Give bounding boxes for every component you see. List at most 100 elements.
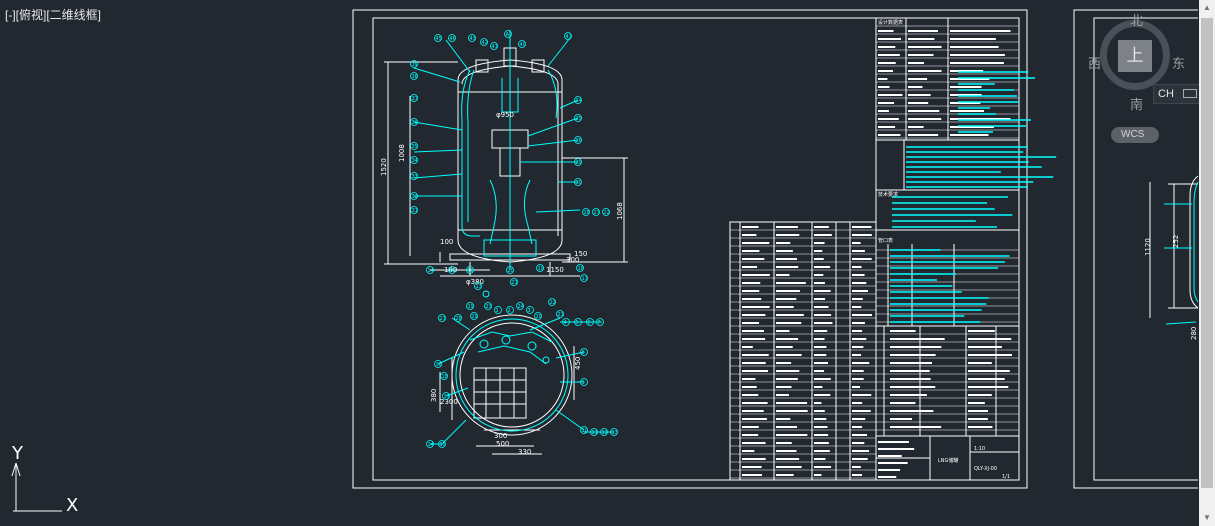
viewcube[interactable]: 上 北 南 西 东 (1088, 8, 1200, 113)
balloon-circle (410, 118, 418, 126)
balloon-number: 1 (496, 308, 499, 314)
balloon-number: 5 (576, 320, 579, 326)
balloon-circle (466, 302, 474, 310)
balloon-circle (484, 302, 492, 310)
balloon-number: 33 (412, 174, 418, 180)
viewcube-north[interactable]: 北 (1130, 14, 1144, 29)
viewcube-south[interactable]: 南 (1130, 98, 1144, 113)
balloon-circle (580, 378, 588, 386)
balloon-number: 38 (412, 74, 418, 80)
balloon-circle (410, 192, 418, 200)
balloon-number: 34 (412, 158, 418, 164)
balloon-circle (470, 312, 478, 320)
scroll-up-icon[interactable]: ▲ (1203, 3, 1211, 12)
balloon-circle (434, 34, 442, 42)
balloon-circle (434, 360, 442, 368)
balloon-number: 24 (576, 98, 582, 104)
viewcube-east[interactable]: 东 (1172, 57, 1186, 72)
tech-requirements-title: 技术要求 (878, 191, 898, 198)
balloon-circle (506, 306, 514, 314)
viewcube-top-face[interactable]: 上 (1118, 40, 1152, 72)
design-data-title: 设计数据表 (878, 19, 903, 26)
dim-nozzle-right: 1150 (546, 266, 564, 274)
balloon-circle (580, 426, 588, 434)
viewport-label[interactable]: [-][俯视][二维线框] (5, 8, 102, 22)
scroll-thumb[interactable] (1201, 18, 1213, 488)
balloon-number: 46 (450, 36, 456, 42)
dim-height-shell: 1008 (398, 144, 406, 162)
input-method-indicator[interactable]: CH (1153, 84, 1201, 104)
balloon-number: 13 (476, 284, 482, 290)
balloon-number: 28 (584, 210, 590, 216)
adjacent-vessel-piping (1164, 181, 1199, 325)
balloon-circle (526, 306, 534, 314)
balloon-circle (592, 208, 600, 216)
balloon-number: 22 (550, 300, 556, 306)
balloon-circle (564, 32, 572, 40)
balloon-circle (466, 266, 474, 274)
dim-right-252: 252 (1172, 235, 1180, 248)
dim-bottom-right: 150 (574, 250, 587, 258)
balloon-number: 8 (582, 350, 585, 356)
balloon-number: 21 (558, 312, 564, 318)
balloon-number: 19 (538, 266, 544, 272)
balloon-circle (442, 392, 450, 400)
balloon-number: 42 (482, 40, 488, 46)
balloon-circle (440, 372, 448, 380)
balloon-circle (602, 208, 610, 216)
viewcube-west[interactable]: 西 (1088, 57, 1102, 72)
balloon-circle (518, 40, 526, 48)
balloon-number: 10 (582, 428, 588, 434)
balloon-circle (574, 318, 582, 326)
balloon-number: 15 (440, 442, 446, 448)
balloon-circle (506, 266, 514, 274)
vessel-front-view (384, 47, 628, 277)
balloon-number: 28 (456, 316, 462, 322)
balloon-number: 14 (428, 268, 434, 274)
balloon-circle (480, 38, 488, 46)
balloon-number: 43 (470, 36, 476, 42)
balloon-number: 45 (436, 36, 442, 42)
dim-bottom-small: 300 (566, 256, 579, 264)
dimension-labels: 1520 1008 1068 100 100 1150 300 150 φ950… (380, 111, 1198, 456)
ucs-icon (11, 462, 62, 512)
balloon-circle (574, 178, 582, 186)
bom-table-text (742, 226, 873, 476)
balloon-number: 23 (486, 304, 492, 310)
balloon-circle (438, 314, 446, 322)
vertical-scrollbar[interactable]: ▲ ▼ (1199, 0, 1215, 526)
dim-plan-380: 380 (430, 389, 438, 402)
ucs-x-label: X (66, 495, 78, 516)
wcs-menu[interactable]: WCS (1111, 127, 1159, 143)
ucs-y-label: Y (11, 443, 24, 464)
balloon-circle (454, 314, 462, 322)
balloon-number: 12 (602, 430, 608, 436)
viewcube-compass-ring[interactable] (1100, 20, 1170, 90)
balloon-number: 13 (612, 430, 618, 436)
dim-plan-500: 500 (496, 440, 509, 448)
balloon-circle (468, 34, 476, 42)
balloon-circle (410, 142, 418, 150)
balloon-number: 17 (582, 276, 588, 282)
balloon-number: 24 (518, 304, 524, 310)
design-data-text (878, 30, 1012, 478)
adjacent-vessel-view (1149, 175, 1199, 318)
balloon-number: 18 (578, 266, 584, 272)
design-data-rows (876, 25, 1019, 431)
dim-plan-300: 300 (494, 432, 507, 440)
balloon-number: 19 (468, 304, 474, 310)
balloon-circle (574, 96, 582, 104)
balloon-circle (438, 440, 446, 448)
balloon-circle (590, 428, 598, 436)
scroll-down-icon[interactable]: ▼ (1203, 513, 1211, 522)
balloon-circle (426, 440, 434, 448)
balloon-number: 26 (576, 138, 582, 144)
vessel-plan-piping (430, 317, 614, 445)
bom-table-rows (730, 229, 876, 479)
balloon-circle (574, 158, 582, 166)
balloon-number: 29 (472, 314, 478, 320)
nozzle-table-title: 管口表 (878, 237, 893, 244)
